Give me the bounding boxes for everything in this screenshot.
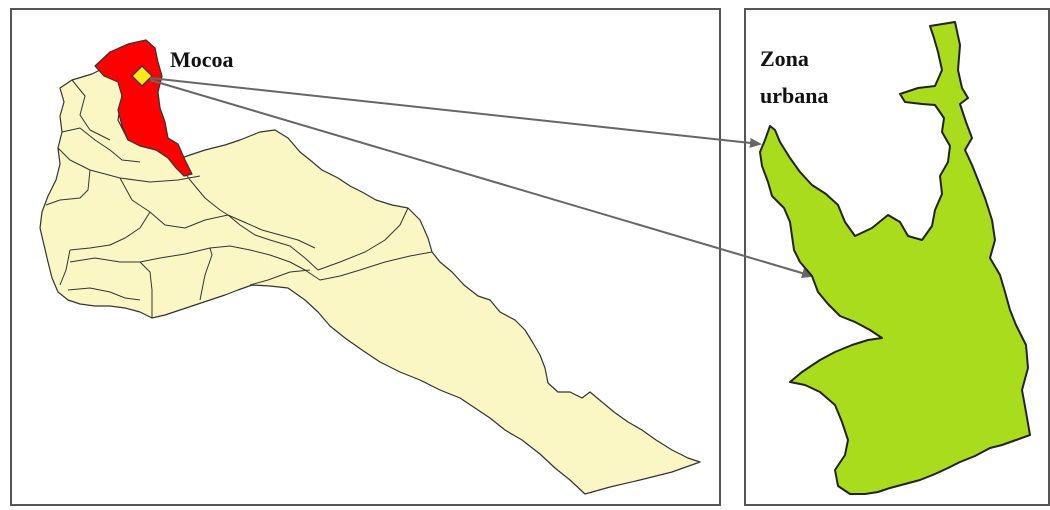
arrow-to-urban-zone-upper [149,77,762,148]
mocoa-municipality [94,39,193,177]
arrow-to-urban-zone-lower [149,79,814,278]
mocoa-label: Mocoa [170,47,234,72]
municipal-borders [45,79,433,318]
urbana-label: urbana [760,83,828,108]
urban-zone-polygon [759,21,1031,495]
mocoa-town-marker-icon [131,65,153,87]
zona-label: Zona [760,46,809,71]
department-polygon [39,69,701,495]
